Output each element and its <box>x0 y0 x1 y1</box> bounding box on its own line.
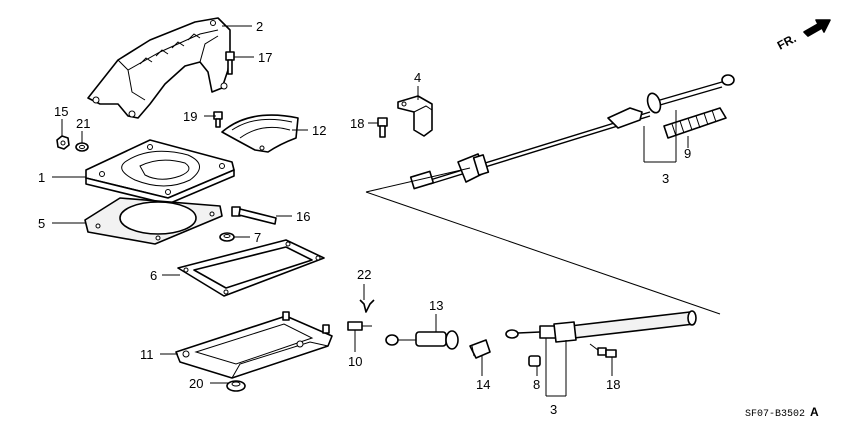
label-part-8: 8 <box>533 377 540 392</box>
label-part-2: 2 <box>256 19 263 34</box>
part-15-nut <box>56 135 70 150</box>
part-14-lock-clip <box>469 339 491 359</box>
label-part-13: 13 <box>429 298 443 313</box>
label-part-11: 11 <box>140 347 154 362</box>
part-8-bushing <box>528 355 541 367</box>
label-part-3-lower: 3 <box>550 402 557 417</box>
front-direction-label: FR. <box>775 31 799 52</box>
part-19-screw <box>213 111 223 128</box>
connector-line <box>365 191 721 315</box>
label-part-5: 5 <box>38 216 45 231</box>
part-10-pin <box>347 321 372 331</box>
part-11-base-bracket <box>175 311 333 379</box>
label-part-19: 19 <box>183 109 197 124</box>
label-part-21: 21 <box>76 116 90 131</box>
label-part-16: 16 <box>296 209 310 224</box>
part-13-cable-end <box>385 330 459 350</box>
part-18-bolt-lower <box>605 349 617 358</box>
part-1-boot-plate <box>85 139 235 205</box>
label-part-18-lower: 18 <box>606 377 620 392</box>
label-part-12: 12 <box>312 123 326 138</box>
part-5-gasket <box>84 197 223 245</box>
diagram-code-suffix: A <box>810 405 819 419</box>
part-12-shift-boot <box>221 114 299 153</box>
label-part-18-upper: 18 <box>350 116 364 131</box>
label-part-17: 17 <box>258 50 272 65</box>
label-part-15: 15 <box>54 104 68 119</box>
label-part-4: 4 <box>414 70 421 85</box>
part-labels: 2 17 15 21 1 5 19 12 16 7 6 11 20 4 18 9… <box>38 19 691 417</box>
part-7-nut <box>219 232 235 242</box>
part-9-bellows-boot <box>663 107 727 139</box>
part-22-clip <box>359 299 375 313</box>
label-part-9: 9 <box>684 146 691 161</box>
part-16-bolt <box>231 206 277 225</box>
part-17-bolt <box>225 51 235 75</box>
label-part-3-upper: 3 <box>662 171 669 186</box>
part-3-cable-lower <box>505 310 697 356</box>
diagram-code: SF07-B3502 <box>745 409 805 420</box>
leader-lines <box>52 25 689 397</box>
label-part-1: 1 <box>38 170 45 185</box>
part-2-housing-cover <box>87 17 231 119</box>
connector-line <box>365 167 471 193</box>
label-part-10: 10 <box>348 354 362 369</box>
part-6-frame <box>177 239 325 297</box>
part-18-bolt-upper <box>377 117 388 138</box>
label-part-6: 6 <box>150 268 157 283</box>
part-21-washer <box>75 142 89 152</box>
part-20-grommet <box>226 380 246 392</box>
part-4-bracket <box>397 95 433 137</box>
label-part-20: 20 <box>189 376 203 391</box>
label-part-7: 7 <box>254 230 261 245</box>
label-part-14: 14 <box>476 377 490 392</box>
part-3-cable-upper <box>409 74 735 190</box>
label-part-22: 22 <box>357 267 371 282</box>
front-direction-arrow: FR. <box>775 19 831 53</box>
